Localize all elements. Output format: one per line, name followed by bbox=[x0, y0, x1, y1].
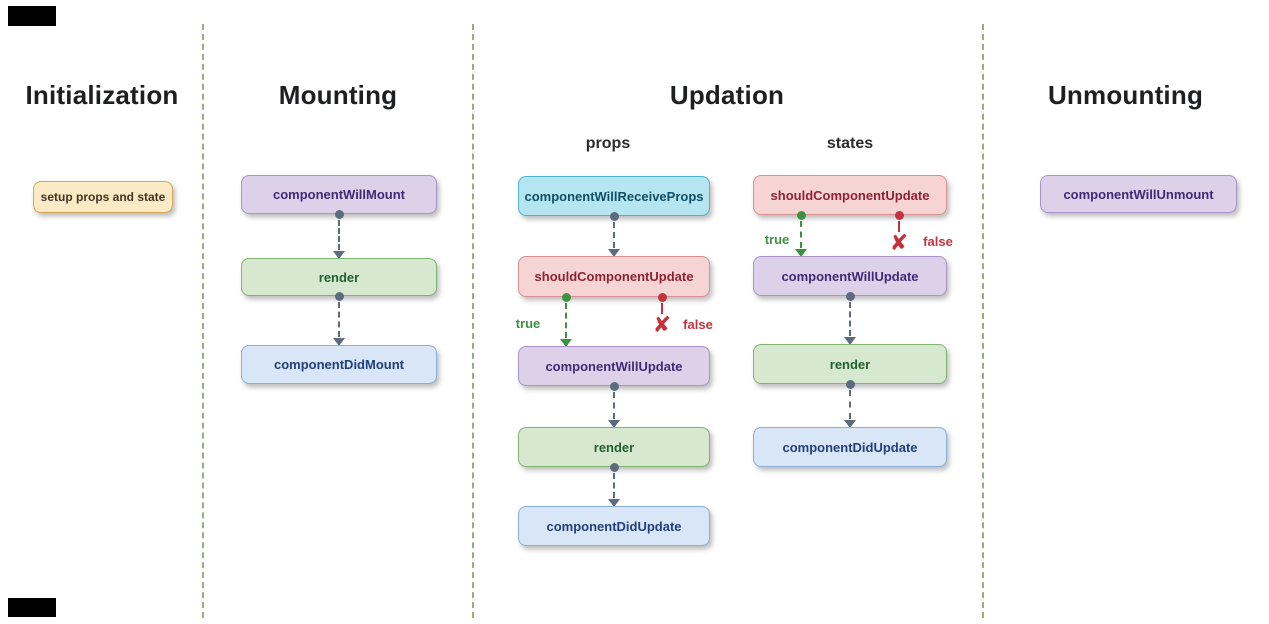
black-corner-mark-top-left bbox=[8, 6, 56, 26]
arrowhead-down-icon bbox=[844, 420, 856, 428]
arrow-origin-dot bbox=[845, 292, 855, 301]
lifecycle-node-componentWillMount: componentWillMount bbox=[241, 175, 437, 214]
arrow-dashed-stem bbox=[800, 221, 802, 248]
arrowhead-down-icon bbox=[333, 251, 345, 259]
lifecycle-node-componentWillUpdate: componentWillUpdate bbox=[518, 346, 710, 386]
false-branch-label: false bbox=[923, 234, 953, 249]
arrow-dashed-stem bbox=[613, 222, 615, 248]
arrow-dashed-stem bbox=[613, 473, 615, 498]
reject-x-icon: ✘ bbox=[889, 231, 909, 256]
true-branch-arrow bbox=[559, 293, 573, 347]
lifecycle-node-setup-props-and-state: setup props and state bbox=[33, 181, 173, 213]
arrow-origin-dot bbox=[609, 212, 619, 221]
lifecycle-node-componentWillUpdate: componentWillUpdate bbox=[753, 256, 947, 296]
arrow-dashed-stem bbox=[338, 302, 340, 337]
lifecycle-node-componentDidUpdate: componentDidUpdate bbox=[753, 427, 947, 467]
arrow-dashed-stem bbox=[613, 392, 615, 419]
flow-arrow bbox=[843, 380, 857, 428]
arrowhead-down-icon bbox=[844, 337, 856, 345]
column-heading-updation: Updation bbox=[669, 80, 785, 110]
arrow-origin-dot bbox=[334, 210, 344, 219]
lifecycle-node-componentDidMount: componentDidMount bbox=[241, 345, 437, 384]
arrow-dashed-stem bbox=[849, 302, 851, 336]
false-branch-label: false bbox=[683, 317, 713, 332]
lifecycle-node-shouldComponentUpdate: shouldComponentUpdate bbox=[518, 256, 710, 297]
lifecycle-node-shouldComponentUpdate: shouldComponentUpdate bbox=[753, 175, 947, 215]
black-corner-mark-bottom-left bbox=[8, 598, 56, 617]
arrowhead-down-icon bbox=[608, 499, 620, 507]
arrowhead-down-icon bbox=[560, 339, 572, 347]
subcolumn-heading-states: states bbox=[826, 135, 874, 152]
arrow-origin-dot bbox=[796, 211, 806, 220]
column-heading-mounting: Mounting bbox=[278, 80, 398, 110]
arrowhead-down-icon bbox=[333, 338, 345, 346]
column-divider bbox=[472, 24, 474, 618]
flow-arrow bbox=[607, 382, 621, 428]
arrow-origin-dot bbox=[561, 293, 571, 302]
flow-arrow bbox=[332, 292, 346, 346]
arrow-origin-dot bbox=[334, 292, 344, 301]
true-branch-arrow bbox=[794, 211, 808, 257]
flow-arrow bbox=[843, 292, 857, 345]
arrow-dashed-stem bbox=[849, 390, 851, 419]
true-branch-label: true bbox=[764, 232, 790, 247]
subcolumn-heading-props: props bbox=[585, 135, 631, 152]
arrowhead-down-icon bbox=[608, 249, 620, 257]
column-divider bbox=[202, 24, 204, 618]
flow-arrow bbox=[332, 210, 346, 259]
lifecycle-node-render: render bbox=[241, 258, 437, 296]
false-branch-arrow: ✘ bbox=[652, 293, 672, 338]
arrowhead-down-icon bbox=[795, 249, 807, 257]
true-branch-label: true bbox=[515, 316, 541, 331]
column-divider bbox=[982, 24, 984, 618]
arrow-origin-dot bbox=[657, 293, 667, 302]
column-heading-unmounting: Unmounting bbox=[1047, 80, 1204, 110]
lifecycle-node-render: render bbox=[753, 344, 947, 384]
arrowhead-down-icon bbox=[608, 420, 620, 428]
arrow-origin-dot bbox=[609, 463, 619, 472]
arrow-dashed-stem bbox=[898, 221, 900, 232]
lifecycle-node-render: render bbox=[518, 427, 710, 467]
arrow-dashed-stem bbox=[338, 220, 340, 250]
false-branch-arrow: ✘ bbox=[889, 211, 909, 256]
arrow-dashed-stem bbox=[661, 303, 663, 314]
column-heading-initialization: Initialization bbox=[25, 80, 179, 110]
flow-arrow bbox=[607, 463, 621, 507]
reject-x-icon: ✘ bbox=[652, 313, 672, 338]
lifecycle-node-componentWillReceiveProps: componentWillReceiveProps bbox=[518, 176, 710, 216]
flow-arrow bbox=[607, 212, 621, 257]
arrow-origin-dot bbox=[894, 211, 904, 220]
arrow-dashed-stem bbox=[565, 303, 567, 338]
lifecycle-node-componentDidUpdate: componentDidUpdate bbox=[518, 506, 710, 546]
arrow-origin-dot bbox=[845, 380, 855, 389]
arrow-origin-dot bbox=[609, 382, 619, 391]
lifecycle-node-componentWillUnmount: componentWillUnmount bbox=[1040, 175, 1237, 213]
